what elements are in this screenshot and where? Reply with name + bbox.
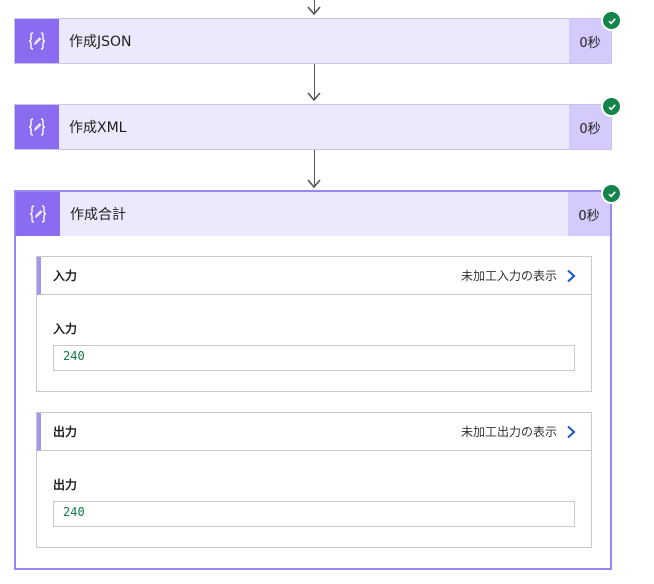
inputs-section-title: 入力 bbox=[53, 269, 78, 283]
compose-action-icon bbox=[16, 192, 60, 236]
success-check-icon bbox=[601, 96, 622, 117]
outputs-field-label: 出力 bbox=[53, 478, 78, 492]
inputs-section-header: 入力 未加工入力の表示 bbox=[37, 257, 591, 295]
compose-action-icon bbox=[15, 105, 59, 149]
action-card-header[interactable]: 作成合計 0秒 bbox=[16, 192, 610, 236]
arrow-down-icon bbox=[307, 92, 321, 102]
action-card-header[interactable]: 作成JSON 0秒 bbox=[15, 19, 611, 63]
curly-braces-edit-icon bbox=[28, 118, 46, 136]
success-check-icon bbox=[601, 183, 622, 204]
connector-line bbox=[314, 64, 315, 100]
outputs-section-title: 出力 bbox=[53, 425, 78, 439]
outputs-section: 出力 未加工出力の表示 出力 240 bbox=[36, 412, 592, 548]
connector-line bbox=[314, 150, 315, 186]
inputs-field-label: 入力 bbox=[53, 322, 78, 336]
chevron-right-icon[interactable] bbox=[565, 269, 577, 283]
action-title: 作成JSON bbox=[69, 34, 132, 50]
connector-line bbox=[314, 0, 315, 14]
chevron-right-icon[interactable] bbox=[565, 425, 577, 439]
arrow-down-icon bbox=[307, 6, 321, 16]
outputs-value-field[interactable]: 240 bbox=[53, 501, 575, 527]
action-card-compose-total[interactable]: 作成合計 0秒 入力 未加工入力の表示 入力 240 出力 未加工出力の表示 出… bbox=[14, 190, 612, 570]
action-title: 作成合計 bbox=[70, 207, 126, 223]
outputs-section-header: 出力 未加工出力の表示 bbox=[37, 413, 591, 451]
action-card-header[interactable]: 作成XML 0秒 bbox=[15, 105, 611, 149]
success-check-icon bbox=[601, 10, 622, 31]
action-title: 作成XML bbox=[69, 120, 127, 136]
action-card-compose-xml[interactable]: 作成XML 0秒 bbox=[14, 104, 612, 150]
action-card-compose-json[interactable]: 作成JSON 0秒 bbox=[14, 18, 612, 64]
arrow-down-icon bbox=[307, 179, 321, 189]
show-raw-outputs-link[interactable]: 未加工出力の表示 bbox=[460, 425, 557, 439]
compose-action-icon bbox=[15, 19, 59, 63]
curly-braces-edit-icon bbox=[28, 32, 46, 50]
action-duration: 0秒 bbox=[569, 105, 611, 149]
show-raw-inputs-link[interactable]: 未加工入力の表示 bbox=[460, 269, 557, 283]
curly-braces-edit-icon bbox=[29, 205, 47, 223]
inputs-value-field[interactable]: 240 bbox=[53, 345, 575, 371]
inputs-section: 入力 未加工入力の表示 入力 240 bbox=[36, 256, 592, 392]
